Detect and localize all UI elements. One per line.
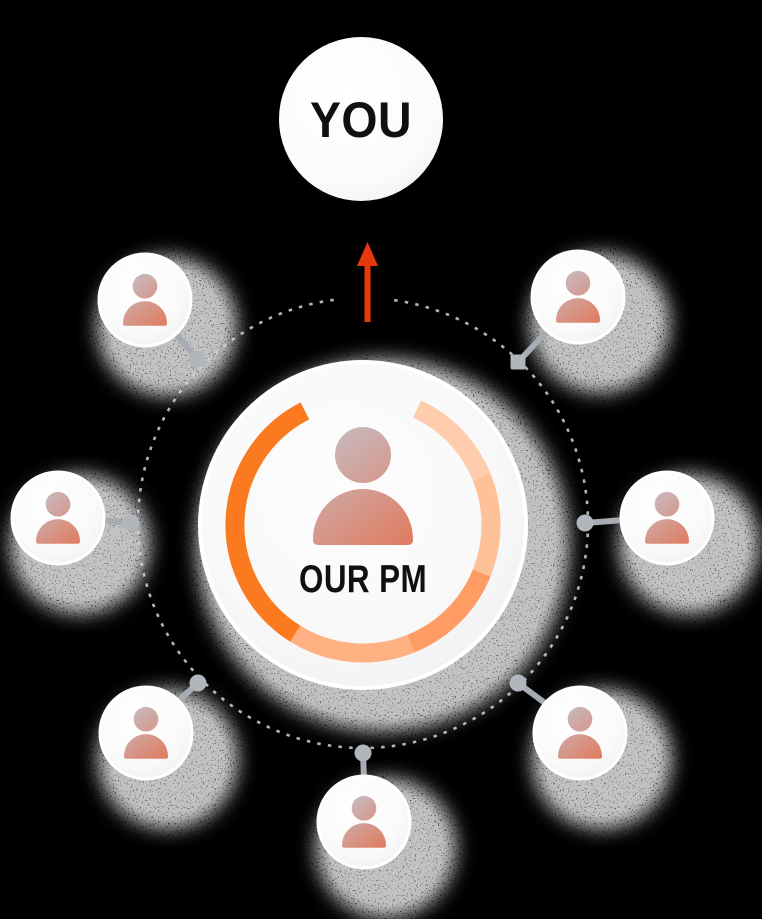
connector-dot xyxy=(122,514,140,532)
connector-dot xyxy=(576,514,594,532)
team-member-node xyxy=(97,252,193,348)
you-label: YOU xyxy=(310,92,412,148)
you-node: YOU xyxy=(279,37,443,201)
connector-dot xyxy=(189,674,207,692)
progress-arc-segment xyxy=(412,400,491,481)
team-member-node xyxy=(619,470,715,566)
team-member-circle xyxy=(97,252,193,348)
team-member-node xyxy=(316,774,412,870)
pm-progress-ring xyxy=(225,400,501,663)
team-member-circle xyxy=(530,249,626,345)
connector-line xyxy=(518,326,552,362)
team-member-circle xyxy=(619,470,715,566)
team-member-node xyxy=(530,249,626,345)
connector-dot-square xyxy=(510,354,526,370)
connector-dot xyxy=(188,350,206,368)
team-member-node xyxy=(98,685,194,781)
connector-dot xyxy=(354,744,372,762)
arrow-head xyxy=(357,242,378,266)
progress-arc-segment xyxy=(407,569,491,653)
team-member-circle xyxy=(316,774,412,870)
you-circle xyxy=(279,37,443,201)
connector-dot xyxy=(509,674,527,692)
team-member-circle xyxy=(98,685,194,781)
team-member-nodes xyxy=(10,249,715,870)
team-member-circle xyxy=(532,685,628,781)
team-member-node xyxy=(10,470,106,566)
up-arrow-icon xyxy=(357,242,378,322)
progress-arc-segment xyxy=(225,402,310,642)
pm-node: OUR PM xyxy=(198,360,528,690)
progress-arc-segment xyxy=(472,473,501,577)
orbit-gap-mask xyxy=(338,286,388,314)
team-member-node xyxy=(532,685,628,781)
team-member-circle xyxy=(10,470,106,566)
pm-label: OUR PM xyxy=(299,558,427,601)
progress-arc-segment xyxy=(290,625,415,663)
connector-dots xyxy=(122,350,594,762)
